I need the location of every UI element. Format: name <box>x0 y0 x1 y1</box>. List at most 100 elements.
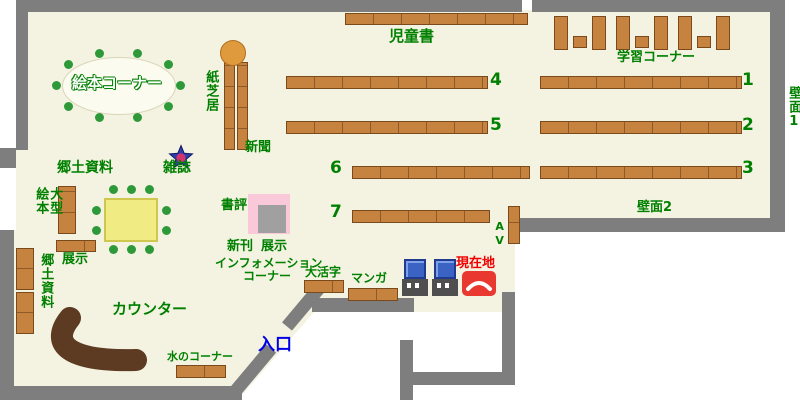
label-manga: マンガ <box>351 271 388 285</box>
label-newspaper: 新聞 <box>245 140 272 155</box>
study-desk <box>654 16 668 50</box>
shelf-av <box>508 206 520 244</box>
wall-vestibule-bottom <box>400 372 515 385</box>
label-wall-1: 壁面1 <box>786 86 800 130</box>
chair-dot <box>145 245 154 254</box>
label-picture-book-corner: 絵本コーナー <box>72 74 163 92</box>
shelf-local-materials-b <box>16 292 34 334</box>
shelf-water-corner <box>176 365 226 378</box>
label-display-new: 展示 <box>261 239 288 254</box>
study-desk <box>592 16 606 50</box>
label-entrance: 入口 <box>258 335 292 355</box>
chair-dot <box>95 113 104 122</box>
shelf-large-print <box>304 280 344 293</box>
study-desk <box>616 16 630 50</box>
shelf-row-6 <box>352 166 530 179</box>
study-seat <box>697 36 711 48</box>
chair-dot <box>127 185 136 194</box>
shelf-number-4: 4 <box>490 70 502 90</box>
wall-vestibule-left <box>400 340 413 400</box>
chair-dot <box>92 226 101 235</box>
chair-dot <box>64 60 73 69</box>
label-book-review: 書評 <box>221 198 248 213</box>
picture-book-table <box>62 57 176 115</box>
wall-mid-bottom <box>312 298 414 312</box>
label-information-line1: インフォメーション <box>215 256 323 270</box>
wall-vestibule-right <box>502 292 515 385</box>
display-stand-gray <box>258 205 286 233</box>
kiosk-control <box>407 283 411 288</box>
wall-left-lower <box>0 230 14 400</box>
label-display-left: 展示 <box>62 252 89 267</box>
chair-dot <box>176 81 185 90</box>
label-current-location: 現在地 <box>456 256 496 271</box>
counter-desk <box>51 307 147 372</box>
wall-bottom-left <box>0 386 242 400</box>
chair-dot <box>145 185 154 194</box>
chair-dot <box>162 206 171 215</box>
chair-dot <box>127 245 136 254</box>
chair-dot <box>109 185 118 194</box>
shelf-row-4 <box>286 76 488 89</box>
shelf-number-5: 5 <box>490 115 502 135</box>
study-desk <box>678 16 692 50</box>
chair-dot <box>133 49 142 58</box>
round-stool <box>220 40 246 66</box>
shelf-row-3 <box>540 166 742 179</box>
shelf-display-left <box>56 240 96 252</box>
shelf-number-7: 7 <box>330 202 342 222</box>
label-large-picture-books-line2: 絵本 <box>33 187 49 215</box>
shelf-number-2: 2 <box>742 115 754 135</box>
label-large-picture-books-line1: 大型 <box>47 187 63 215</box>
shelf-number-1: 1 <box>742 70 754 90</box>
label-new-arrivals: 新刊 <box>227 239 254 254</box>
study-seat <box>635 36 649 48</box>
chair-dot <box>133 113 142 122</box>
wall-left-upper <box>16 0 28 150</box>
chair-dot <box>92 206 101 215</box>
shelf-row-7 <box>352 210 490 223</box>
label-large-print: 大活字 <box>305 265 342 279</box>
wall-bottom-upper-right <box>515 218 785 232</box>
wall-left-pillar <box>0 148 16 168</box>
shelf-kamishibai-right <box>237 62 248 150</box>
label-local-materials-upper: 郷土資料 <box>57 160 113 176</box>
shelf-children-books-top <box>345 13 528 25</box>
label-kamishibai: 紙芝居 <box>203 70 219 112</box>
study-desk <box>716 16 730 50</box>
wall-right <box>770 0 785 232</box>
kiosk-control <box>415 283 419 288</box>
shelf-large-picture-books <box>58 186 76 234</box>
kiosk-control <box>445 283 449 288</box>
chair-dot <box>164 60 173 69</box>
shelf-manga <box>348 288 398 301</box>
label-av: AV <box>493 220 507 248</box>
chair-dot <box>95 49 104 58</box>
current-location-marker-icon <box>462 271 496 296</box>
label-local-materials-lower: 郷土資料 <box>38 253 54 309</box>
chair-dot <box>162 226 171 235</box>
star-marker-icon <box>168 144 194 169</box>
shelf-number-6: 6 <box>330 158 342 178</box>
chair-dot <box>109 245 118 254</box>
label-wall-2: 壁面2 <box>637 200 673 215</box>
chair-dot <box>64 102 73 111</box>
shelf-row-5 <box>286 121 488 134</box>
shelf-local-materials-a <box>16 248 34 290</box>
label-water-corner: 水のコーナー <box>167 350 233 363</box>
shelf-row-2 <box>540 121 742 134</box>
shelf-row-1 <box>540 76 742 89</box>
chair-dot <box>164 102 173 111</box>
label-children-books: 児童書 <box>389 27 435 45</box>
kiosk-control <box>437 283 441 288</box>
kids-table <box>104 198 158 242</box>
study-desk <box>554 16 568 50</box>
label-information-line2: コーナー <box>243 269 292 283</box>
wall-top-left <box>16 0 522 12</box>
study-seat <box>573 36 587 48</box>
label-counter: カウンター <box>112 300 188 318</box>
kiosk-terminal-icon <box>404 259 426 279</box>
shelf-number-3: 3 <box>742 158 754 178</box>
wall-top-right <box>532 0 785 12</box>
